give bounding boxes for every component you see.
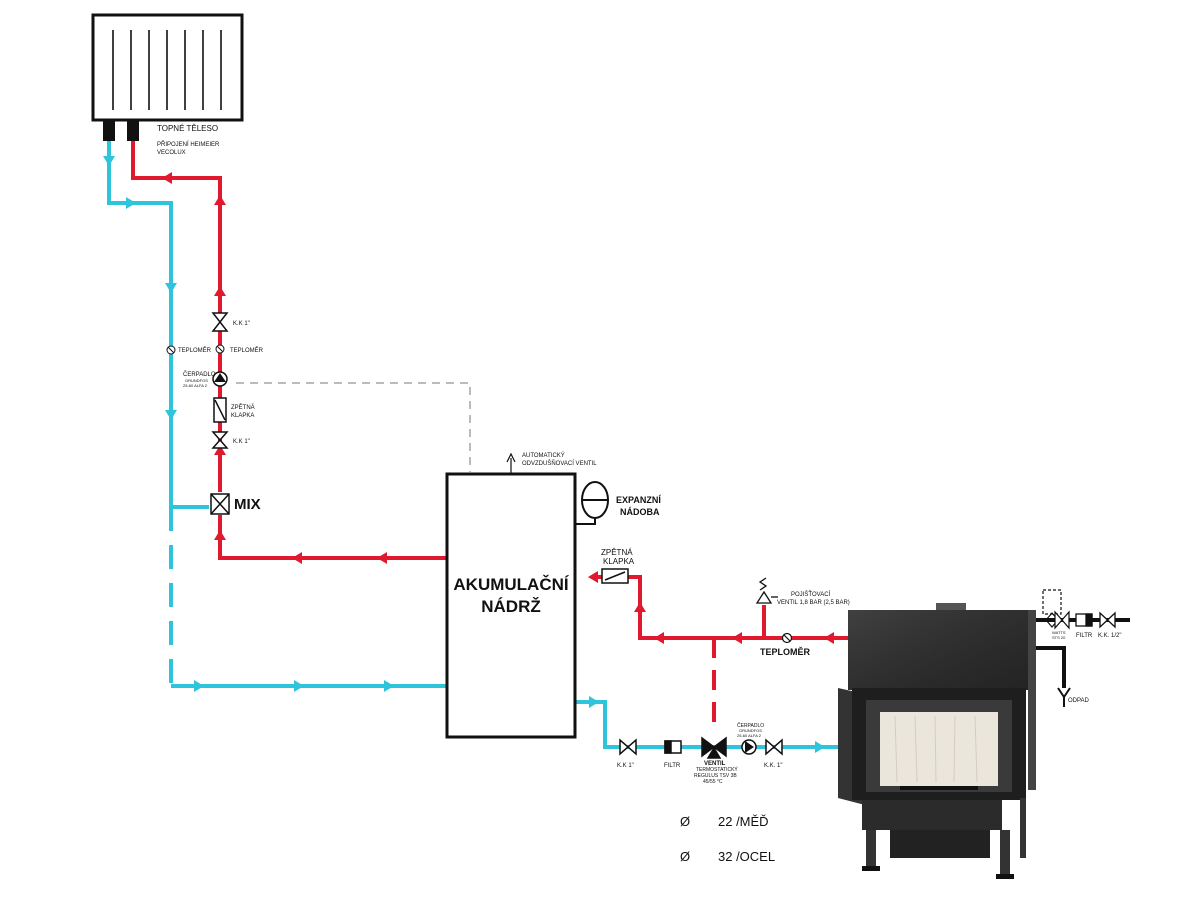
legend-symbol-2: Ø xyxy=(680,849,690,864)
thermostatic-valve-icon xyxy=(701,736,727,759)
kk-right-side-label: K.K. 1/2" xyxy=(1098,633,1121,639)
check-valve-tank-icon xyxy=(601,568,629,584)
cold-return-radiator xyxy=(107,141,209,509)
radiator-connection-label-1: PŘIPOJENÍ HEIMEIER xyxy=(157,140,220,148)
valve-label-1: VENTIL xyxy=(704,761,726,767)
expansion-vessel-label-1: EXPANZNÍ xyxy=(616,495,661,505)
watts-label-1: WATTS xyxy=(1052,630,1066,635)
pump-left-label-3: 25-60 ALFA 2 xyxy=(183,383,208,388)
valve-label-3: REGULUS TSV 3B xyxy=(694,773,737,779)
thermometer-left-icon xyxy=(166,345,176,355)
pump-fireplace-icon xyxy=(741,739,757,755)
radiator-connector-supply xyxy=(127,121,139,141)
thermometer-fireplace-icon xyxy=(781,632,793,644)
legend-symbol-1: Ø xyxy=(680,814,690,829)
control-dashed-line xyxy=(236,382,471,472)
kk-right-label: K.K. 1" xyxy=(764,763,782,769)
watts-label-2: STS 20 xyxy=(1052,635,1066,640)
expansion-vessel-icon xyxy=(575,481,609,525)
air-vent-label-1: AUTOMATICKÝ xyxy=(522,452,565,459)
kk-top-label: K.K 1" xyxy=(233,321,250,327)
pump-left-icon xyxy=(212,371,228,387)
ball-valve-left-bottom xyxy=(211,431,229,449)
hot-from-tank xyxy=(218,515,447,560)
filter-right-icon xyxy=(1075,613,1093,627)
thermometer-fireplace-label: TEPLOMĚR xyxy=(760,646,811,657)
drain-label: ODPAD xyxy=(1068,698,1090,704)
filter-fireplace-icon xyxy=(664,740,682,754)
filter-fireplace-label: FILTR xyxy=(664,763,681,769)
ball-valve-fireplace-right xyxy=(765,738,783,756)
hot-supply-radiator xyxy=(131,141,222,318)
ball-valve-left-top xyxy=(211,312,229,332)
check-valve-left-icon xyxy=(213,397,227,423)
kk-bottom-label: K.K 1" xyxy=(233,439,250,445)
check-valve-left-label-1: ZPĚTNÁ xyxy=(231,403,255,411)
mix-label: MIX xyxy=(234,496,261,513)
air-vent-icon xyxy=(506,452,516,474)
check-valve-tank-label-2: KLAPKA xyxy=(603,557,635,566)
pump-fireplace-label-3: 25-60 ALFA 2 xyxy=(737,733,762,738)
drain-icon xyxy=(1057,687,1071,707)
pump-fireplace-label-1: ČERPADLO xyxy=(737,722,764,729)
ball-valve-right-icon xyxy=(1099,611,1116,629)
pump-fireplace-label-2: GRUNDFOS xyxy=(739,728,762,733)
safety-valve-label-1: POJIŠŤOVACÍ xyxy=(791,590,831,598)
tank-label-1: AKUMULAČNÍ xyxy=(453,575,569,594)
tank-label-2: NÁDRŽ xyxy=(481,597,541,616)
legend-item-2: 32 /OCEL xyxy=(718,849,775,864)
watts-valve-icon xyxy=(1042,589,1070,630)
valve-label-4: 45/55 °C xyxy=(703,779,723,785)
valve-label-2: TERMOSTATICKÝ xyxy=(696,766,738,773)
hot-from-fireplace xyxy=(595,575,852,640)
expansion-vessel-label-2: NÁDOBA xyxy=(620,507,660,517)
radiator-connection-label-2: VECOLUX xyxy=(157,150,186,156)
thermometer-right-icon xyxy=(215,344,225,354)
fireplace-insert xyxy=(838,603,1036,879)
air-vent-label-2: ODVZDUŠŇOVACÍ VENTIL xyxy=(522,460,597,467)
pump-left-label-2: GRUNDFOS xyxy=(185,378,208,383)
mix-valve-icon xyxy=(210,493,230,515)
right-pipes xyxy=(1036,618,1130,688)
safety-valve-label-2: VENTIL 1,8 BAR (2,5 BAR) xyxy=(777,600,850,606)
check-valve-left-label-2: KLAPKA xyxy=(231,413,254,419)
radiator-connector-return xyxy=(103,121,115,141)
ball-valve-fireplace-left xyxy=(619,738,637,756)
thermometer-left-label: TEPLOMĚR xyxy=(178,346,212,354)
radiator xyxy=(91,13,244,141)
cold-arrows xyxy=(103,156,825,753)
check-valve-tank-label-1: ZPĚTNÁ xyxy=(601,548,633,557)
radiator-label: TOPNÉ TĚLESO xyxy=(157,124,218,133)
filter-right-label: FILTR xyxy=(1076,633,1093,639)
thermometer-right-label: TEPLOMĚR xyxy=(230,346,264,354)
kk-left-label: K.K 1" xyxy=(617,763,634,769)
pump-left-label-1: ČERPADLO xyxy=(183,371,216,378)
hot-arrows xyxy=(162,172,834,644)
safety-valve-icon xyxy=(755,577,778,604)
legend-item-1: 22 /MĚĎ xyxy=(718,814,769,829)
